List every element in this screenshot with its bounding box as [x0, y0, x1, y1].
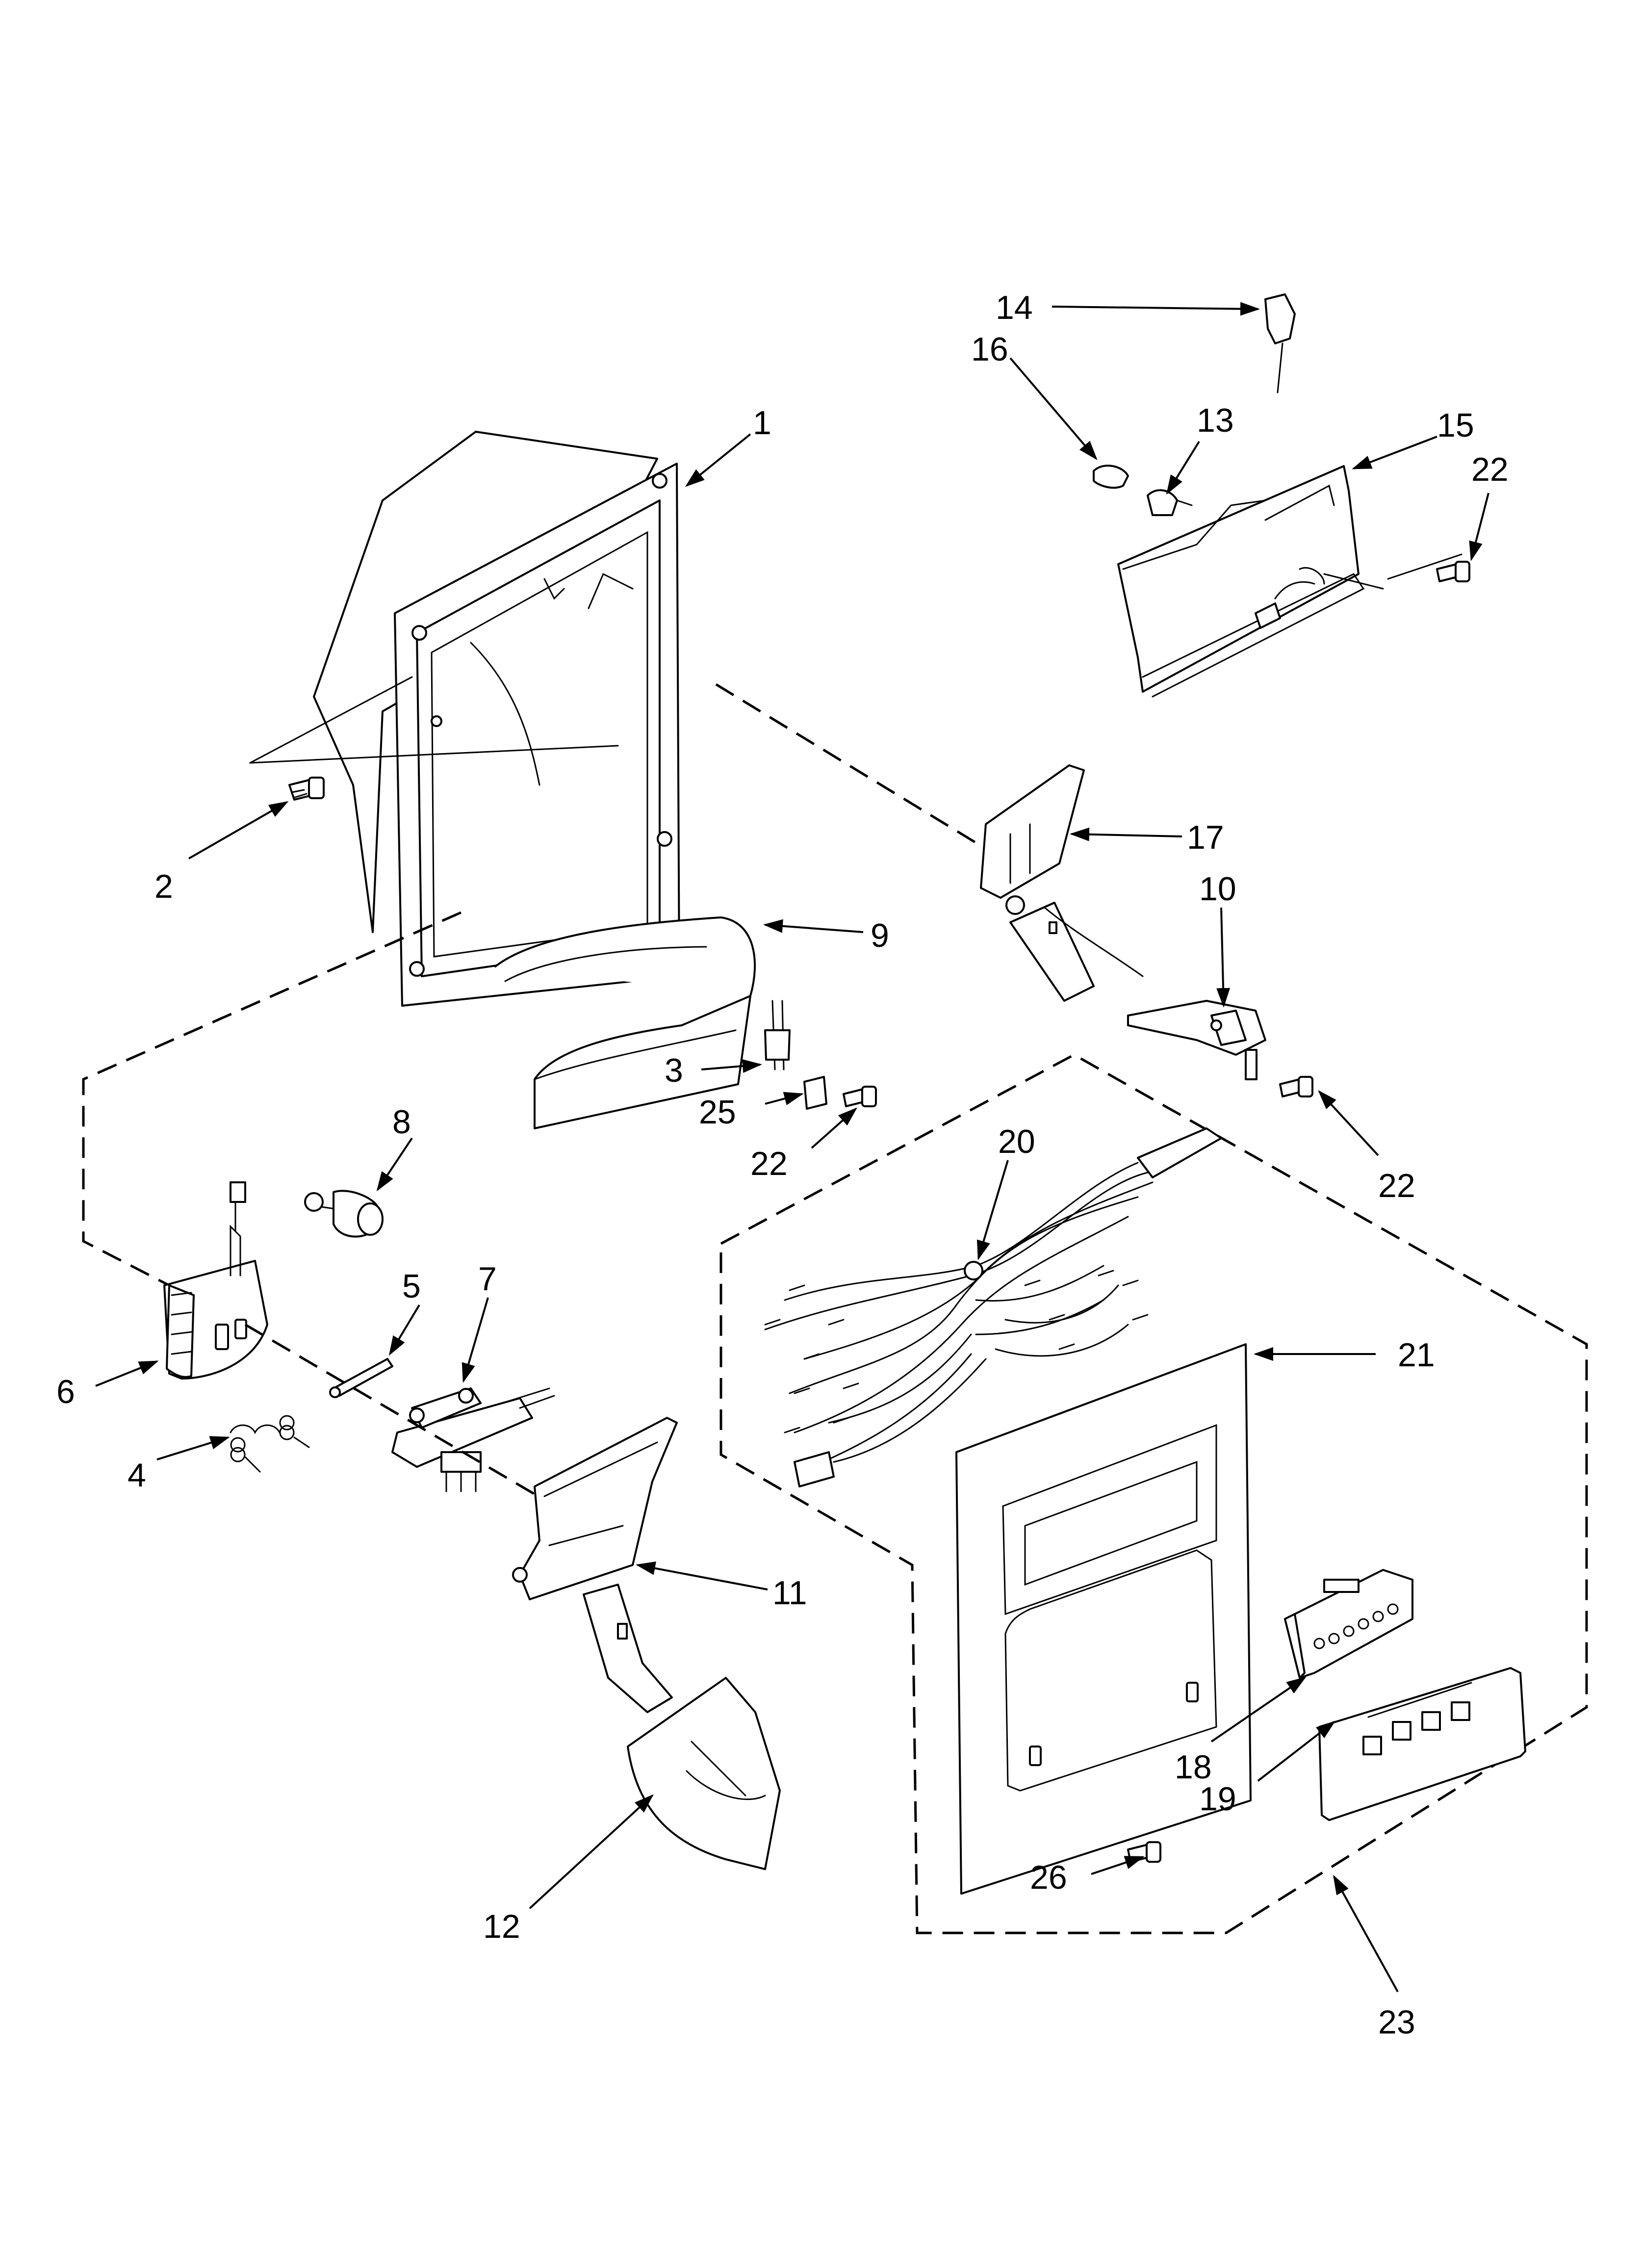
part-18-control-board	[1284, 1569, 1413, 1679]
callout-22-top: 22	[1471, 451, 1509, 488]
callout-21: 21	[1398, 1336, 1435, 1374]
part-17-lever	[980, 764, 1144, 1002]
guide-line-center	[715, 683, 987, 850]
part-1-dispenser-housing	[249, 431, 680, 1007]
callout-3: 3	[665, 1052, 683, 1089]
part-22-screw-center	[843, 1086, 877, 1107]
assembly-23-outline	[719, 1053, 1588, 1934]
part-16-bulb	[1093, 465, 1129, 489]
part-11-paddle-arm	[512, 1417, 678, 1713]
callout-9: 9	[871, 917, 889, 954]
guide-line-left	[82, 911, 462, 1287]
callout-12: 12	[483, 1908, 520, 1945]
part-4-springs	[230, 1415, 310, 1473]
part-6-module	[163, 1181, 268, 1380]
callout-19: 19	[1199, 1780, 1236, 1818]
part-12-cup	[627, 1677, 781, 1870]
part-3-clip	[764, 1000, 791, 1070]
part-9-chute	[494, 916, 756, 1129]
wire-terminals	[764, 1270, 1149, 1434]
part-8-solenoid	[304, 1190, 384, 1238]
callout-5: 5	[402, 1268, 421, 1305]
callout-1: 1	[753, 404, 771, 442]
callout-15: 15	[1437, 407, 1474, 444]
part-21-panel	[955, 1343, 1252, 1895]
callout-4: 4	[128, 1457, 146, 1494]
callout-10: 10	[1199, 870, 1236, 908]
callout-6: 6	[56, 1373, 75, 1410]
part-26-screw	[1127, 1841, 1161, 1863]
callout-labels: 1 2 9 3 25 22 8 5 7 6 4 11 12 14 16 13 1…	[56, 289, 1509, 2041]
part-25-bracket	[803, 1076, 827, 1110]
callout-13: 13	[1197, 402, 1234, 439]
callout-22-center: 22	[750, 1145, 788, 1182]
part-22-screw-top	[1436, 561, 1470, 582]
part-2-screw	[288, 777, 325, 801]
part-20-wire-harness	[764, 1127, 1222, 1487]
callout-23: 23	[1378, 2004, 1415, 2041]
part-13-socket	[1147, 489, 1193, 516]
part-7-actuator	[391, 1387, 555, 1492]
callout-20: 20	[998, 1123, 1035, 1160]
part-15-bracket	[1117, 465, 1462, 698]
callout-17: 17	[1187, 819, 1224, 856]
callout-22-right: 22	[1378, 1167, 1415, 1204]
part-10-lever-arm	[1127, 1000, 1266, 1080]
part-5-pin	[329, 1358, 393, 1398]
callout-25: 25	[699, 1094, 736, 1131]
callout-18: 18	[1175, 1748, 1212, 1786]
leader-lines	[95, 302, 1489, 1992]
part-22-screw-right	[1279, 1076, 1313, 1097]
callout-16: 16	[971, 331, 1008, 368]
callout-14: 14	[996, 289, 1033, 326]
callout-7: 7	[478, 1260, 497, 1298]
callout-2: 2	[154, 868, 173, 905]
part-14-switch	[1264, 293, 1296, 393]
callout-11: 11	[772, 1574, 807, 1612]
callout-8: 8	[392, 1103, 411, 1141]
part-19-overlay	[1318, 1667, 1526, 1821]
callout-26: 26	[1030, 1859, 1067, 1896]
guide-line-lower	[244, 1323, 590, 1527]
